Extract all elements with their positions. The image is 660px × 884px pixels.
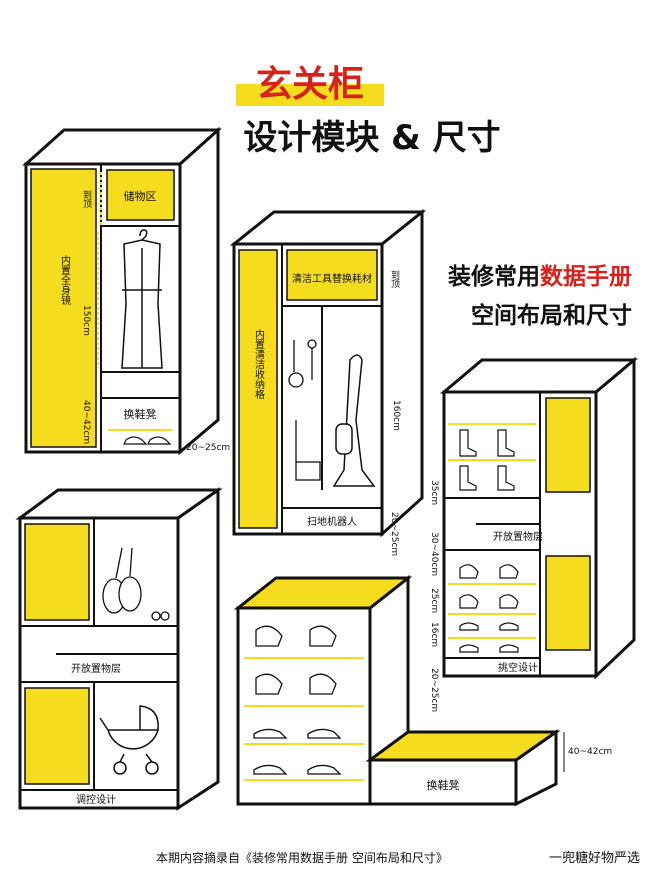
- robot-vacuum-label: 扫地机器人: [307, 515, 357, 528]
- consumables-label: 清洁工具替换耗材: [292, 272, 372, 285]
- dim-150: 150cm: [81, 305, 91, 336]
- cabinet-d-side: [176, 487, 220, 811]
- cabinet-a-side: [178, 126, 220, 456]
- cabinet-d-yellow-lower: [24, 687, 90, 785]
- dim-25: 25cm: [429, 588, 439, 613]
- open-shelf-label-d: 开放置物层: [71, 662, 121, 675]
- title-highlight-bar: [236, 84, 384, 106]
- watermark: 一兜糖好物严选: [549, 850, 640, 866]
- open-shelf-label-c: 开放置物层: [493, 530, 543, 543]
- dim-40-42-a: 40~42cm: [81, 400, 91, 444]
- callout-block: 装修常用数据手册 空间布局和尺寸: [448, 263, 632, 329]
- bench-label-e: 换鞋凳: [427, 778, 460, 792]
- dim-to-top-a: 到顶: [81, 189, 92, 209]
- storage-panel: [106, 169, 175, 221]
- stroller-icon: [99, 705, 159, 775]
- title-block: 玄关柜 设计模块 & 尺寸: [236, 64, 501, 158]
- footer-source: 本期内容摘录自《装修常用数据手册 空间布局和尺寸》: [156, 850, 448, 865]
- callout-line-2: 空间布局和尺寸: [471, 302, 632, 329]
- mirror-panel: [30, 168, 97, 448]
- dim-to-top-b: 到顶: [389, 269, 400, 289]
- dim-35: 35cm: [429, 480, 439, 505]
- adjust-label: 调控设计: [76, 793, 116, 806]
- bench-front: [368, 758, 518, 806]
- coat-icon: [121, 229, 163, 369]
- mirror-label: 内置全身镜: [59, 254, 71, 306]
- shoe-icon: [123, 436, 172, 445]
- dim-depth-b: 20~25cm: [389, 512, 399, 556]
- page-title: 玄关柜: [256, 64, 364, 105]
- cabinet-c-yellow-upper: [545, 397, 591, 493]
- sneakers-icon-e: [253, 728, 342, 775]
- footer: 本期内容摘录自《装修常用数据手册 空间布局和尺寸》 一兜糖好物严选: [156, 850, 640, 866]
- vacuum-icon: [332, 354, 376, 487]
- cabinet-c-side: [594, 356, 636, 680]
- cleaning-tools-icon: [288, 339, 321, 481]
- dim-40-42-e: 40~42cm: [568, 747, 612, 757]
- consumables-panel: [286, 249, 378, 301]
- cleaning-storage-label: 内置清洁收纳格: [253, 328, 265, 400]
- dim-16: 16cm: [429, 622, 439, 647]
- dim-30-40: 30~40cm: [429, 532, 439, 576]
- heels-icon-e: [255, 625, 337, 695]
- bench-label-a: 换鞋凳: [124, 407, 157, 421]
- cabinet-mirror-wardrobe: [22, 126, 222, 456]
- mirror-label-group: 内置全身镜: [59, 254, 71, 306]
- tennis-racket-icon: [102, 547, 170, 621]
- callout-line-1-highlight: 数据手册: [540, 264, 632, 290]
- dim-depth-a: 20~25cm: [186, 443, 230, 453]
- cabinet-c-yellow-lower: [545, 555, 591, 651]
- callout-line-1-plain: 装修常用: [448, 263, 540, 290]
- storage-label: 储物区: [124, 189, 157, 203]
- cleaning-storage-panel: [238, 249, 278, 529]
- cabinet-b-side: [380, 208, 424, 538]
- dim-20-25-c: 20~25cm: [429, 668, 439, 712]
- heels-icon-c: [459, 564, 519, 653]
- cutout-label: 挑空设计: [498, 661, 538, 674]
- boots-icon: [459, 429, 515, 491]
- dim-160: 160cm: [391, 400, 401, 431]
- page-subtitle: 设计模块 & 尺寸: [243, 118, 500, 158]
- callout-line-1: 装修常用数据手册: [448, 263, 632, 290]
- cabinet-d-yellow-upper: [24, 523, 90, 621]
